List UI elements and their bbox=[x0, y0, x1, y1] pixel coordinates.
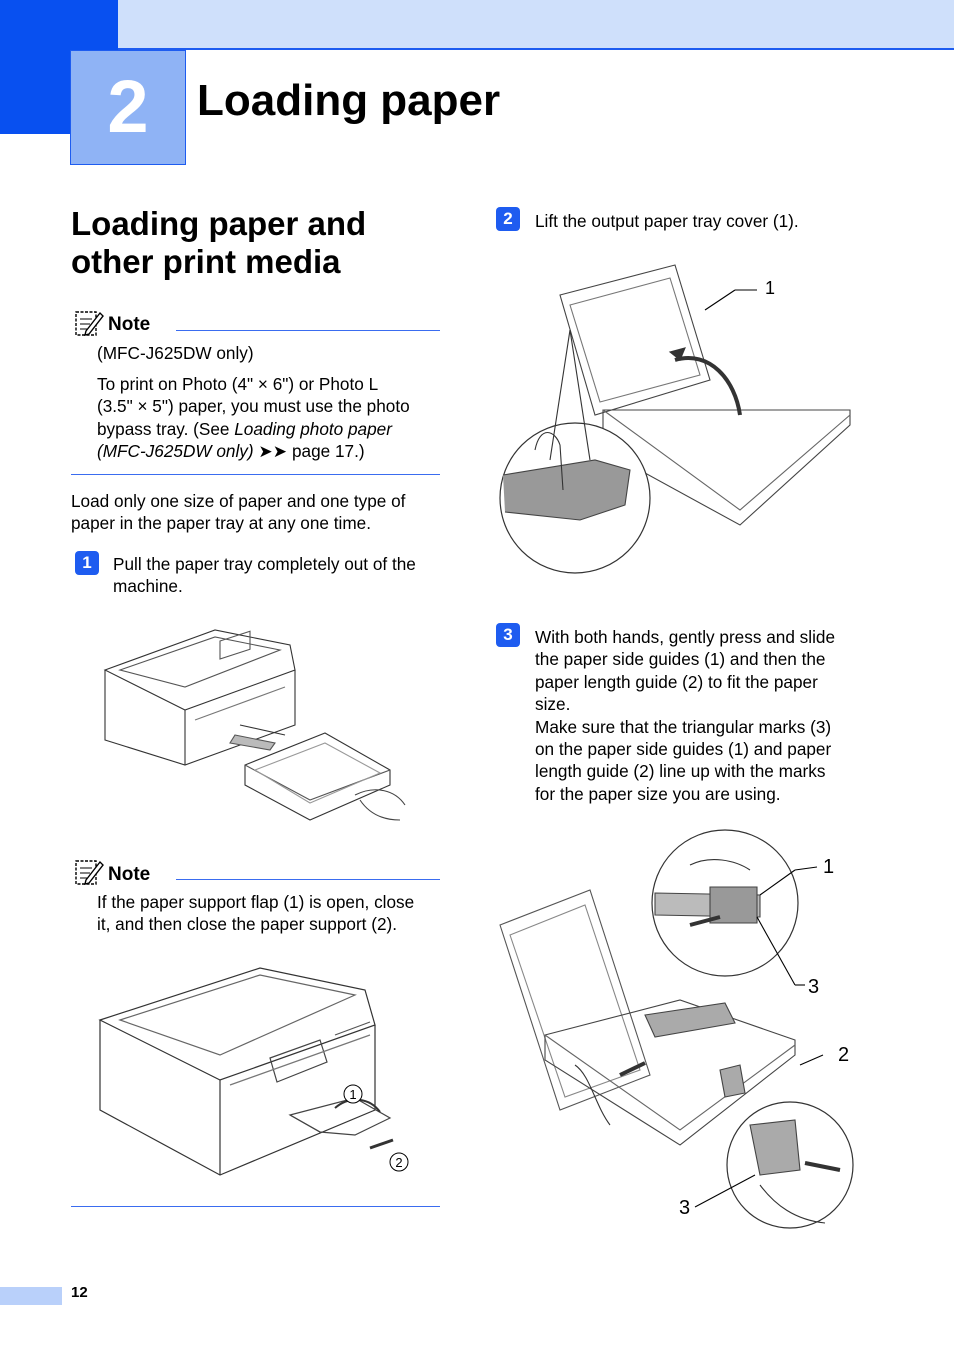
callout-1: 1 bbox=[349, 1087, 356, 1102]
note-line: (MFC-J625DW only) ➤➤ page 17.) bbox=[97, 440, 447, 462]
step-line: machine. bbox=[113, 576, 183, 597]
note-pencil-icon bbox=[75, 860, 104, 885]
intro-paragraph: Load only one size of paper and one type… bbox=[71, 490, 451, 535]
chapter-number: 2 bbox=[107, 65, 149, 148]
section-title-line-2: other print media bbox=[71, 243, 341, 280]
step-line: paper length guide (2) to fit the paper bbox=[535, 671, 818, 692]
section-title-line-1: Loading paper and bbox=[71, 205, 367, 242]
note-line: To print on Photo (4" × 6") or Photo L bbox=[97, 374, 379, 394]
note-label: Note bbox=[108, 864, 151, 885]
callout-2: 2 bbox=[395, 1155, 402, 1170]
step-line: size. bbox=[535, 694, 571, 715]
callout-1: 1 bbox=[765, 278, 775, 298]
note-line: bypass tray. (See Loading photo paper bbox=[97, 418, 447, 440]
chapter-title: Loading paper bbox=[197, 76, 501, 125]
note-bottom-rule bbox=[71, 474, 440, 475]
page-number: 12 bbox=[71, 1284, 88, 1301]
note-body: To print on Photo (4" × 6") or Photo L (… bbox=[97, 373, 447, 463]
figure-close-paper-support: 1 2 bbox=[98, 967, 409, 1176]
note-model: (MFC-J625DW only) bbox=[97, 343, 254, 363]
section-title: Loading paper and other print media bbox=[71, 205, 451, 281]
note-divider bbox=[176, 879, 440, 880]
figure-adjust-paper-guides: 1 3 2 3 bbox=[499, 829, 854, 1229]
note-divider bbox=[176, 330, 440, 331]
note-text: bypass tray. (See bbox=[97, 418, 235, 439]
step-number-3: 3 bbox=[496, 623, 520, 647]
chapter-number-box bbox=[70, 50, 186, 165]
step-number-1: 1 bbox=[75, 551, 99, 575]
intro-line: paper in the paper tray at any one time. bbox=[71, 513, 372, 534]
figure-pull-paper-tray bbox=[103, 629, 406, 821]
intro-line: Load only one size of paper and one type… bbox=[71, 491, 406, 511]
step-3-text: With both hands, gently press and slide … bbox=[535, 626, 935, 805]
callout-2: 2 bbox=[838, 1044, 849, 1066]
note-link-title[interactable]: Loading photo paper bbox=[234, 418, 392, 439]
step-1-text: Pull the paper tray completely out of th… bbox=[113, 553, 453, 598]
note-2-bottom-rule bbox=[71, 1206, 440, 1207]
figure-lift-output-tray-cover: 1 bbox=[499, 264, 851, 574]
header-band bbox=[0, 0, 954, 50]
step-line: Make sure that the triangular marks (3) bbox=[535, 716, 832, 737]
footer-bar bbox=[0, 1287, 62, 1305]
step-line: the paper side guides (1) and then the bbox=[535, 649, 826, 670]
note-2-body: If the paper support flap (1) is open, c… bbox=[97, 891, 447, 936]
callout-1: 1 bbox=[823, 856, 834, 878]
note-line: If the paper support flap (1) is open, c… bbox=[97, 892, 415, 912]
note-label: Note bbox=[108, 314, 151, 335]
header-rule bbox=[118, 48, 954, 50]
callout-3: 3 bbox=[808, 976, 819, 998]
note-pencil-icon bbox=[75, 311, 104, 336]
step-line: With both hands, gently press and slide bbox=[535, 627, 836, 647]
callout-3: 3 bbox=[679, 1197, 690, 1219]
step-line: on the paper side guides (1) and paper bbox=[535, 739, 832, 760]
step-line: Pull the paper tray completely out of th… bbox=[113, 554, 416, 574]
note-link-title-cont[interactable]: (MFC-J625DW only) bbox=[97, 441, 254, 462]
note-page-ref: ➤➤ page 17.) bbox=[253, 441, 365, 462]
note-line: (3.5" × 5") paper, you must use the phot… bbox=[97, 396, 410, 417]
step-2-text: Lift the output paper tray cover (1). bbox=[535, 211, 799, 231]
note-line: it, and then close the paper support (2)… bbox=[97, 914, 398, 935]
step-line: for the paper size you are using. bbox=[535, 783, 781, 804]
step-number-2: 2 bbox=[496, 207, 520, 231]
step-line: length guide (2) line up with the marks bbox=[535, 761, 826, 782]
